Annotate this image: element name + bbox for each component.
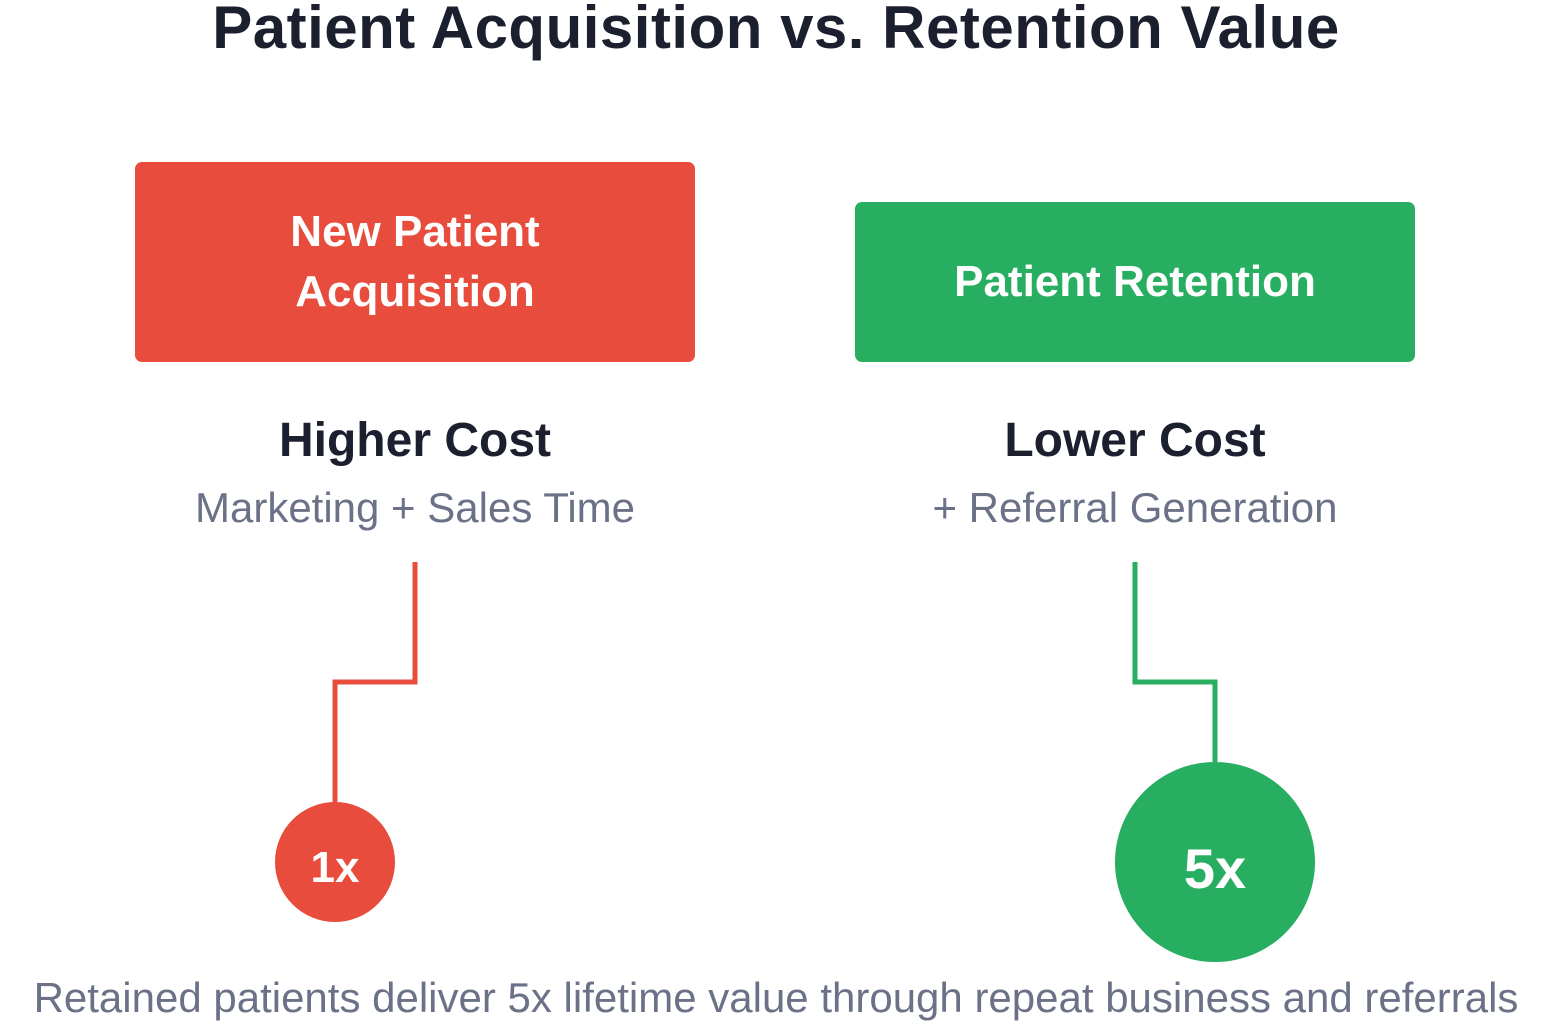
acquisition-cost-heading: Higher Cost — [278, 414, 551, 467]
retention-connector — [1132, 562, 1218, 762]
retention-multiplier: 5x — [1183, 836, 1247, 900]
footer-caption: Retained patients deliver 5x lifetime va… — [33, 974, 1519, 1021]
diagram-title: Patient Acquisition vs. Retention Value — [212, 0, 1340, 61]
retention-cost-detail: + Referral Generation — [932, 484, 1338, 531]
acquisition-connector — [332, 562, 418, 802]
acquisition-label: New Patient Acquisition — [290, 207, 540, 316]
acquisition-multiplier-circle: 1x — [275, 802, 395, 922]
acquisition-box: New Patient Acquisition — [135, 162, 695, 362]
retention-label: Patient Retention — [954, 257, 1316, 306]
retention-box: Patient Retention — [855, 202, 1415, 362]
retention-cost-heading: Lower Cost — [1004, 414, 1266, 467]
retention-multiplier-circle: 5x — [1115, 762, 1315, 962]
acquisition-cost-detail: Marketing + Sales Time — [194, 484, 635, 531]
acquisition-multiplier: 1x — [310, 843, 360, 892]
